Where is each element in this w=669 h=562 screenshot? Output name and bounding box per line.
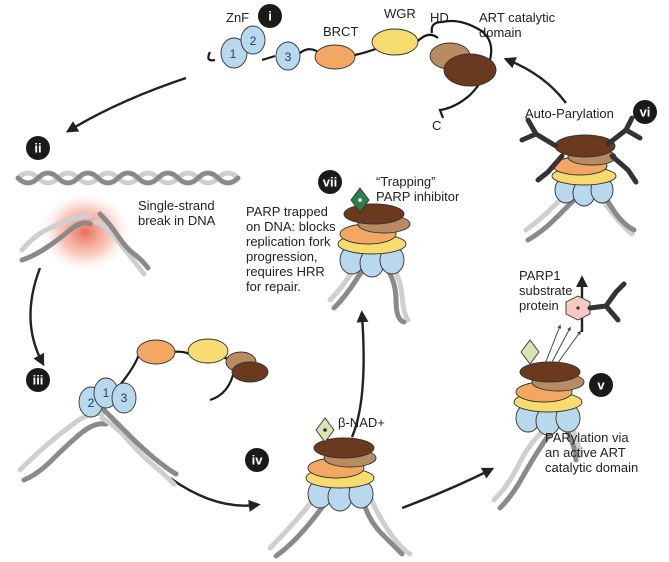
znf-number-2-iii: 2: [88, 396, 95, 410]
step-badge-ii: [26, 136, 50, 160]
label-trapped-line5: requires HRR: [246, 264, 325, 279]
label-trapping-line2: PARP inhibitor: [376, 189, 460, 204]
label-hd: HD: [430, 10, 449, 25]
step-badge-ii-label: ii: [34, 141, 41, 156]
brct-domain: [314, 44, 356, 70]
step-iv-assembled-parp: iv β-NAD+: [245, 415, 413, 559]
arrow-iv-to-vii: [350, 310, 369, 438]
step-badge-v: [589, 373, 613, 397]
label-ssb-line1: Single-strand: [138, 198, 215, 213]
label-substrate-line2: substrate: [519, 283, 572, 298]
broken-dna-helix: [19, 211, 151, 277]
label-ssb-line2: break in DNA: [138, 213, 216, 228]
step-badge-iv-label: iv: [252, 453, 264, 468]
label-trapped-line6: for repair.: [246, 279, 301, 294]
step-badge-v-label: v: [597, 378, 605, 393]
art-vi: [554, 134, 616, 158]
step-badge-vi-label: vi: [640, 105, 651, 120]
intact-dna-helix: [18, 173, 238, 183]
step-vii-trapped-parp: vii “Trapping” PARP inhibitor PARP trapp…: [246, 170, 460, 325]
step-v-parylation: v PARP1 substrate protein PARylation via…: [491, 268, 638, 511]
step-badge-i: [258, 4, 282, 28]
arrow-i-to-ii: [65, 76, 187, 133]
wgr-domain-iii: [187, 338, 229, 364]
label-parylation-line2: an active ART: [545, 445, 626, 460]
step-badge-iii-label: iii: [33, 373, 44, 388]
label-auto-parylation: Auto-Parylation: [525, 106, 614, 121]
step-badge-vii: [318, 170, 342, 194]
label-wgr: WGR: [384, 6, 416, 21]
znf-domain-3: [275, 41, 301, 71]
step-iii-znf-binding: iii 2 1 3: [17, 338, 269, 487]
znf-number-2: 2: [250, 34, 257, 48]
label-trapped-line3: replication fork: [246, 234, 331, 249]
dna-helix-iii: [17, 407, 179, 487]
label-art-line2: domain: [479, 25, 522, 40]
cycle-arrows: [29, 57, 588, 512]
znf-number-3: 3: [285, 50, 292, 64]
label-c-terminus: C: [432, 118, 441, 133]
art-v: [519, 361, 581, 383]
step-i-domain-map: i 1 2 3 ZnF BRCT WGR HD ART catalytic do…: [207, 4, 556, 133]
step-badge-iv: [245, 448, 269, 472]
label-trapped-line2: on DNA: blocks: [246, 219, 336, 234]
wgr-domain: [371, 28, 419, 56]
art-vii: [343, 203, 405, 225]
step-vi-auto-parylation: vi Auto-Parylation: [519, 100, 657, 243]
arrow-iv-to-v: [401, 467, 495, 510]
znf-number-1: 1: [230, 47, 237, 61]
label-parylation-line3: catalytic domain: [545, 460, 638, 475]
brct-domain-iii: [136, 339, 176, 365]
label-znf: ZnF: [226, 10, 249, 25]
arrow-vi-to-i: [503, 57, 567, 104]
nad-diamond-v: [520, 339, 540, 365]
label-trapped-line4: progression,: [246, 249, 318, 264]
art-iv: [313, 437, 375, 459]
art-catalytic-domain: [443, 53, 497, 87]
label-substrate-line1: PARP1: [519, 268, 561, 283]
damage-glow: [37, 190, 133, 274]
step-badge-vi: [633, 100, 657, 124]
par-chains-vi: [519, 115, 643, 185]
label-art-line1: ART catalytic: [479, 10, 556, 25]
label-substrate-line3: protein: [519, 298, 559, 313]
label-brct: BRCT: [323, 24, 358, 39]
znf-number-1-iii: 1: [103, 386, 110, 400]
par-chain-v: [587, 281, 627, 323]
step-ii-dna-break: ii Single-strand break in DNA: [18, 136, 238, 277]
step-badge-i-label: i: [268, 9, 272, 24]
label-nad: β-NAD+: [338, 415, 385, 430]
arrow-iii-to-iv: [169, 477, 261, 512]
label-trapping-line1: “Trapping”: [376, 174, 435, 189]
znf-domain-2: [240, 25, 266, 55]
step-badge-vii-label: vii: [323, 175, 337, 190]
label-trapped-line1: PARP trapped: [246, 204, 328, 219]
label-parylation-line1: PARylation via: [545, 430, 629, 445]
protein-backbone: [207, 19, 493, 119]
art-domain-iii: [231, 361, 269, 383]
arrow-ii-to-iii: [29, 267, 45, 367]
znf-number-3-iii: 3: [121, 391, 128, 405]
znf-domain-3-iii: [111, 382, 137, 414]
znf-domain-1: [220, 37, 248, 69]
step-badge-iii: [26, 368, 50, 392]
